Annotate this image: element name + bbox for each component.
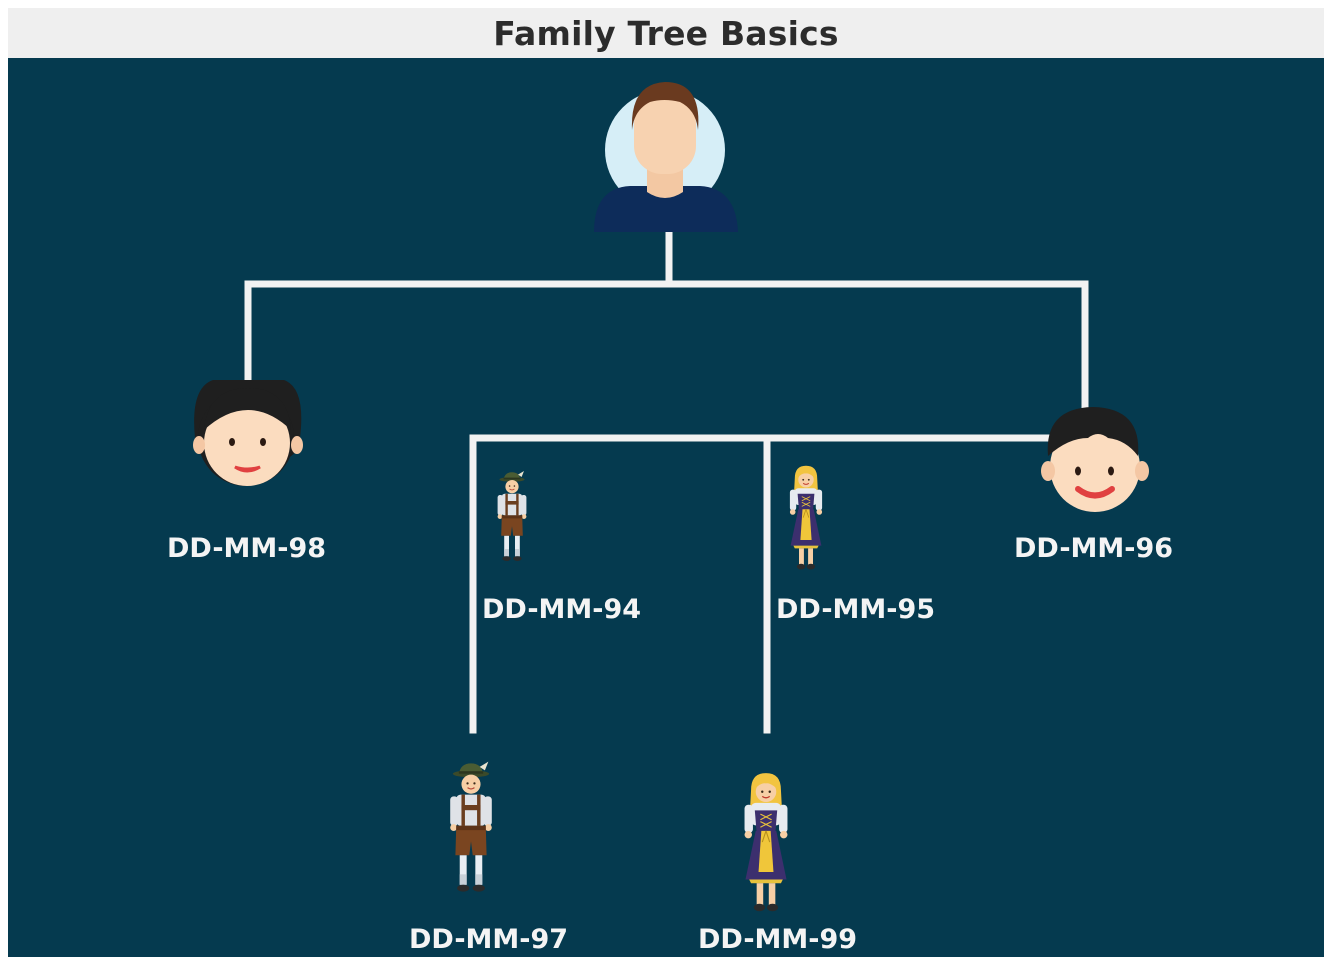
man-avatar-icon [594,82,738,232]
connector-lines [244,230,1089,734]
family-tree-diagram [193,82,1149,912]
girl-dirndl-icon [789,465,823,570]
boy-face-icon [1041,407,1149,512]
node-label-dd-mm-99: DD-MM-99 [698,924,858,955]
girl-face-icon [193,380,303,486]
boy-lederhosen-icon [497,470,527,562]
slide: Family Tree Basics [8,8,1324,957]
node-label-dd-mm-97: DD-MM-97 [409,924,569,955]
diagram-title: Family Tree Basics [493,13,839,53]
node-label-dd-mm-96: DD-MM-96 [1014,533,1174,564]
node-label-dd-mm-94: DD-MM-94 [482,594,642,625]
title-bar: Family Tree Basics [8,8,1324,58]
node-label-dd-mm-95: DD-MM-95 [776,594,936,625]
family-tree-canvas: DD-MM-98 DD-MM-96 DD-MM-94 DD-MM-95 DD-M… [8,58,1324,957]
boy-lederhosen-icon [449,760,493,893]
girl-dirndl-icon [743,772,789,912]
node-label-dd-mm-98: DD-MM-98 [167,533,327,564]
